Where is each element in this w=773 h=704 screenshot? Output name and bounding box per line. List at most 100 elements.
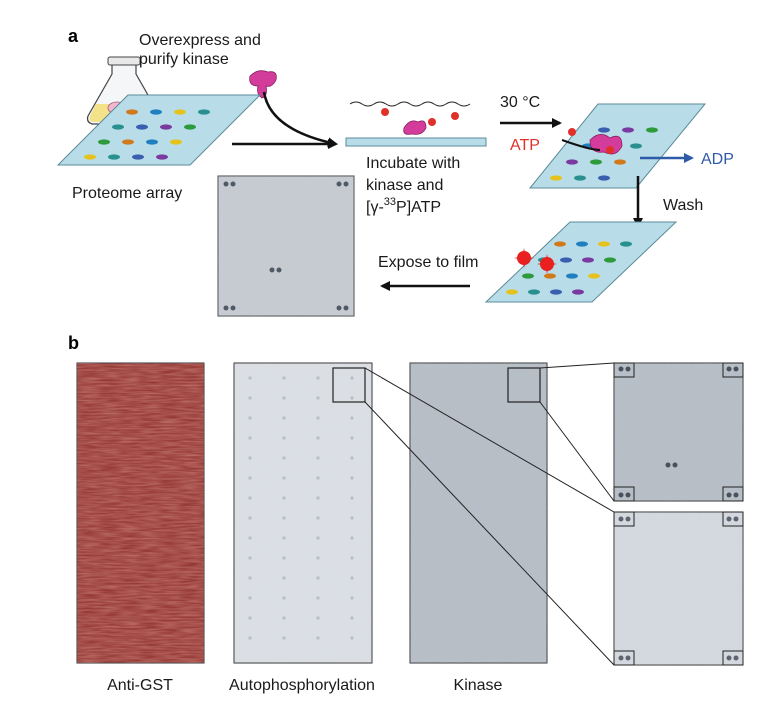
atp-label: ATP bbox=[510, 137, 540, 154]
protein-spot bbox=[560, 257, 572, 263]
faint-spot bbox=[248, 636, 252, 640]
faint-spot bbox=[248, 416, 252, 420]
faint-spot bbox=[350, 436, 354, 440]
faint-spot bbox=[248, 476, 252, 480]
protein-spot bbox=[522, 273, 534, 279]
kinase-to-incubation-arrow bbox=[262, 91, 338, 148]
faint-spot bbox=[316, 416, 320, 420]
faint-spot bbox=[248, 376, 252, 380]
kinase-molecule-icon bbox=[249, 70, 277, 99]
faint-spot bbox=[316, 376, 320, 380]
faint-spot bbox=[282, 576, 286, 580]
faint-spot bbox=[316, 536, 320, 540]
protein-spot bbox=[84, 154, 96, 160]
faint-spot bbox=[248, 596, 252, 600]
faint-spot bbox=[350, 516, 354, 520]
film-image bbox=[217, 175, 355, 317]
wash-label: Wash bbox=[663, 197, 703, 214]
expose-label: Expose to film bbox=[378, 254, 478, 271]
protein-spot bbox=[150, 109, 162, 115]
faint-spot bbox=[350, 576, 354, 580]
atp-curve bbox=[561, 139, 601, 151]
faint-spot bbox=[282, 556, 286, 560]
faint-spot bbox=[350, 396, 354, 400]
protein-spot bbox=[132, 154, 144, 160]
faint-spot bbox=[316, 576, 320, 580]
faint-spot bbox=[282, 436, 286, 440]
faint-spot bbox=[282, 496, 286, 500]
kinase-zoom-box bbox=[507, 367, 541, 403]
faint-spot bbox=[282, 516, 286, 520]
faint-spot bbox=[316, 556, 320, 560]
faint-spot bbox=[350, 556, 354, 560]
protein-spot bbox=[588, 273, 600, 279]
faint-spot bbox=[350, 496, 354, 500]
faint-spot bbox=[282, 536, 286, 540]
faint-spot bbox=[282, 616, 286, 620]
autophosphorylation-image bbox=[233, 362, 373, 664]
faint-spot bbox=[316, 476, 320, 480]
faint-spot bbox=[316, 456, 320, 460]
protein-spot bbox=[136, 124, 148, 130]
protein-spot bbox=[598, 175, 610, 181]
incubation-slide bbox=[345, 101, 487, 147]
protein-spot bbox=[184, 124, 196, 130]
faint-spot bbox=[248, 616, 252, 620]
faint-spot bbox=[316, 436, 320, 440]
protein-spot bbox=[574, 175, 586, 181]
faint-spot bbox=[282, 636, 286, 640]
protein-spot bbox=[528, 289, 540, 295]
faint-spot bbox=[350, 616, 354, 620]
protein-spot bbox=[572, 289, 584, 295]
protein-spot bbox=[544, 273, 556, 279]
protein-spot bbox=[646, 127, 658, 133]
proteome-array-label: Proteome array bbox=[72, 185, 182, 202]
overexpress-label-line2: purify kinase bbox=[139, 51, 229, 68]
zoom-connector-lines bbox=[364, 362, 615, 666]
incubate-label-line1: Incubate with bbox=[366, 155, 460, 172]
protein-spot bbox=[174, 109, 186, 115]
faint-spot bbox=[316, 596, 320, 600]
protein-spot bbox=[170, 139, 182, 145]
faint-spot bbox=[350, 456, 354, 460]
kinase-label: Kinase bbox=[454, 677, 503, 694]
incubate-label-line3: [γ-33P]ATP bbox=[366, 196, 441, 216]
faint-spot bbox=[282, 376, 286, 380]
anti-gst-image bbox=[76, 362, 205, 664]
protein-spot bbox=[108, 154, 120, 160]
faint-spot bbox=[248, 456, 252, 460]
autophosphorylation-zoom-image bbox=[613, 511, 744, 666]
incubate-label-line2: kinase and bbox=[366, 177, 443, 194]
overexpress-label-line1: Overexpress and bbox=[139, 32, 261, 49]
kinase-image bbox=[409, 362, 548, 664]
temperature-label: 30 °C bbox=[500, 94, 540, 111]
protein-spot bbox=[620, 241, 632, 247]
protein-spot bbox=[582, 257, 594, 263]
autophosphorylation-label: Autophosphorylation bbox=[229, 677, 375, 694]
protein-spot bbox=[566, 159, 578, 165]
panel-a-letter: a bbox=[68, 26, 79, 46]
faint-spot bbox=[316, 616, 320, 620]
panel-b-letter: b bbox=[68, 333, 79, 353]
kinase-zoom-image bbox=[613, 362, 744, 502]
protein-spot bbox=[604, 257, 616, 263]
faint-spot bbox=[248, 536, 252, 540]
protein-spot bbox=[598, 127, 610, 133]
protein-spot bbox=[126, 109, 138, 115]
faint-spot bbox=[248, 516, 252, 520]
protein-spot bbox=[576, 241, 588, 247]
reaction-array-slide bbox=[528, 103, 707, 189]
protein-spot bbox=[598, 241, 610, 247]
faint-spot bbox=[316, 496, 320, 500]
autophosphorylation-zoom-box bbox=[332, 367, 366, 403]
faint-spot bbox=[248, 556, 252, 560]
protein-spot bbox=[160, 124, 172, 130]
faint-spot bbox=[282, 596, 286, 600]
protein-spot bbox=[550, 289, 562, 295]
faint-spot bbox=[248, 396, 252, 400]
protein-spot bbox=[198, 109, 210, 115]
faint-spot bbox=[282, 396, 286, 400]
faint-spot bbox=[316, 636, 320, 640]
faint-spot bbox=[282, 456, 286, 460]
